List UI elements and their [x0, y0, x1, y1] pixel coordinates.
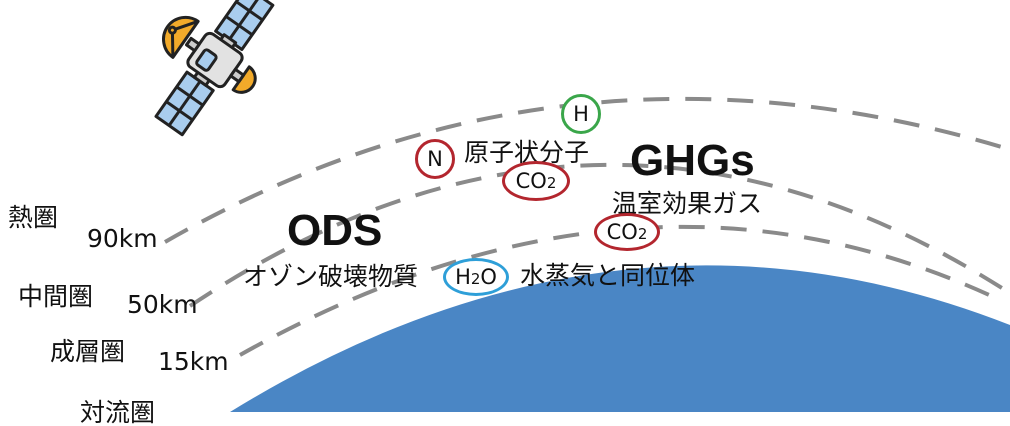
boundary-15km — [239, 224, 1001, 357]
altitude-90km: 90km — [87, 224, 158, 253]
layer-name-stratosphere: 成層圏 — [50, 337, 126, 366]
hydrogen-badge: H — [561, 94, 601, 134]
co2-upper-sub: 2 — [546, 174, 557, 192]
co2-lower-sub: 2 — [637, 225, 648, 243]
layer-name-troposphere: 対流圏 — [80, 398, 156, 426]
boundary-50km — [188, 162, 1007, 308]
satellite-icon — [154, 0, 275, 137]
co2-upper-main: CO — [515, 169, 547, 193]
layer-name-mesosphere: 中間圏 — [18, 282, 94, 311]
ods-title: ODS — [287, 206, 383, 255]
altitude-15km: 15km — [158, 347, 229, 376]
nitrogen-badge: N — [415, 139, 455, 179]
earth-surface — [230, 265, 1010, 412]
ghgs-title: GHGs — [630, 136, 755, 185]
hydrogen-symbol: H — [573, 102, 589, 126]
co2-lower-main: CO — [606, 220, 638, 244]
h2o-h: H — [455, 265, 471, 289]
h2o-o: O — [480, 265, 497, 289]
ods-subtitle: オゾン破壊物質 — [243, 262, 419, 291]
h2o-sub: 2 — [470, 270, 481, 288]
layer-name-thermosphere: 熱圏 — [8, 203, 59, 232]
nitrogen-symbol: N — [427, 147, 443, 171]
altitude-50km: 50km — [127, 290, 198, 319]
water-isotopes-label: 水蒸気と同位体 — [520, 261, 696, 290]
